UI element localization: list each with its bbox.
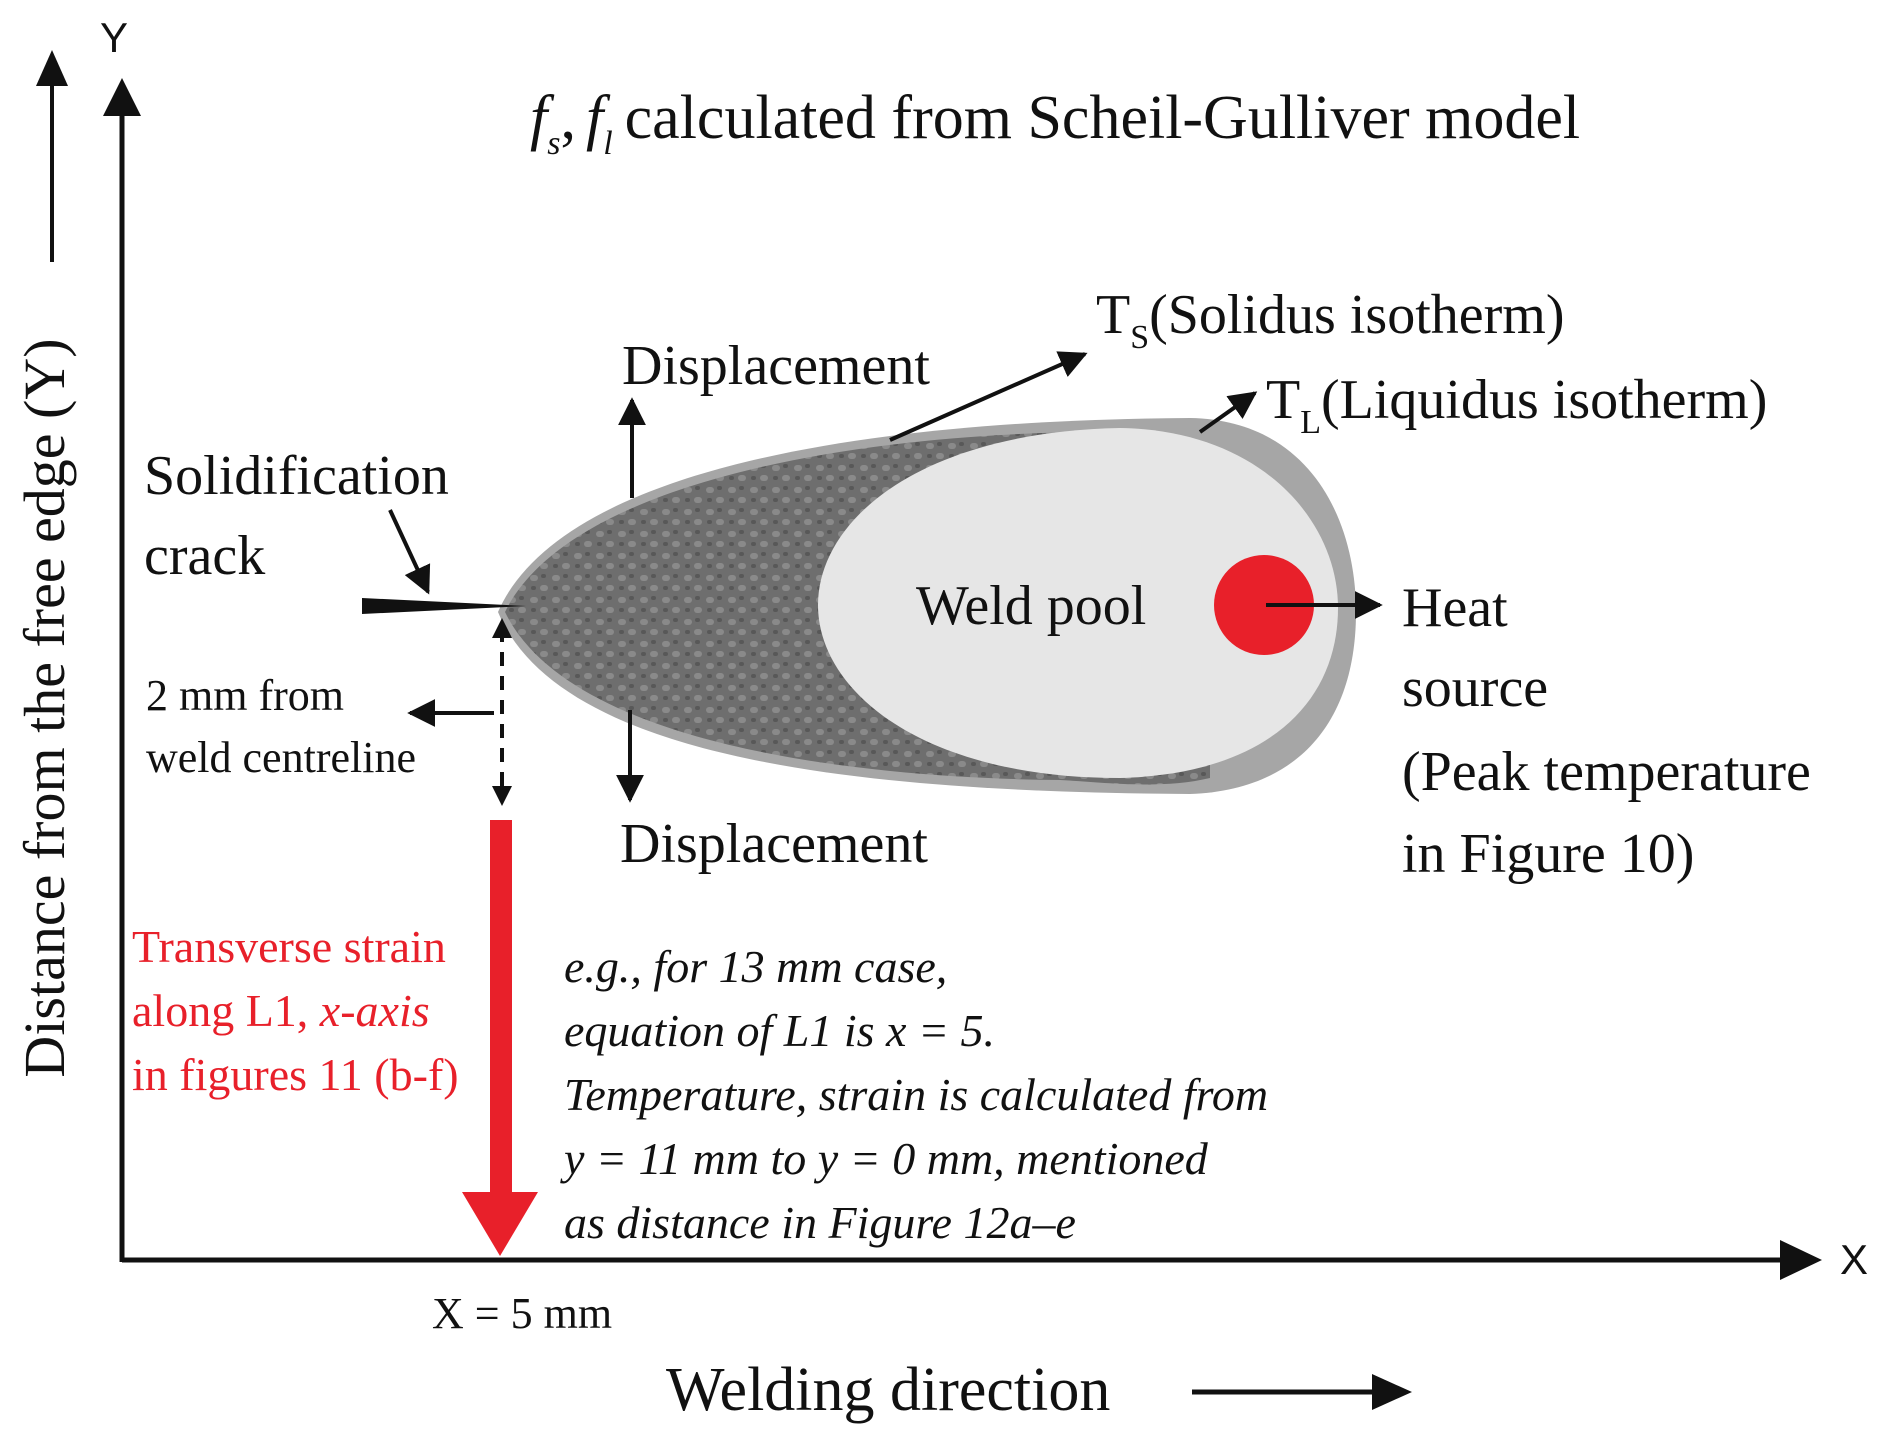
- example-line4: y = 11 mm to y = 0 mm, mentioned: [560, 1133, 1209, 1184]
- example-line1: e.g., for 13 mm case,: [564, 941, 947, 992]
- ts-pointer: [889, 351, 1088, 442]
- offset-arrowhead-top: [492, 618, 512, 638]
- y-axis-title: Distance from the free edge (Y): [12, 338, 77, 1077]
- ts-label: TS(Solidus isotherm): [1096, 284, 1564, 356]
- weld-pool-label: Weld pool: [916, 575, 1146, 637]
- y-axis-title-group: Distance from the free edge (Y): [12, 50, 77, 1078]
- y-axis-title-arrowhead: [36, 50, 68, 86]
- crack-label-line2: crack: [144, 525, 265, 587]
- tl-pointer: [1198, 391, 1258, 434]
- heat-source-line2: source: [1402, 657, 1548, 719]
- x-axis-title: Welding direction: [666, 1356, 1110, 1424]
- axes: Y X: [100, 14, 1868, 1283]
- strain-label-line3: in figures 11 (b-f): [132, 1049, 459, 1100]
- welding-direction-arrowhead: [1372, 1374, 1412, 1410]
- strain-label-line1: Transverse strain: [132, 921, 446, 972]
- crack-pointer: [388, 509, 431, 595]
- offset-arrowhead-bottom: [492, 786, 512, 806]
- x-axis-arrowhead: [1780, 1240, 1822, 1280]
- example-line5: as distance in Figure 12a–e: [564, 1197, 1076, 1248]
- y-axis-letter: Y: [100, 14, 128, 61]
- example-line2: equation of L1 is x = 5.: [564, 1005, 995, 1056]
- heat-source-line1: Heat: [1402, 577, 1508, 639]
- weld-pool-region: [818, 428, 1338, 778]
- tl-label: TL(Liquidus isotherm): [1266, 369, 1767, 441]
- offset-label-line1: 2 mm from: [146, 671, 344, 720]
- example-line3: Temperature, strain is calculated from: [564, 1069, 1268, 1120]
- heat-source-line4: in Figure 10): [1402, 823, 1694, 885]
- displacement-top-label: Displacement: [622, 335, 930, 397]
- x-axis-letter: X: [1840, 1236, 1868, 1283]
- strain-label-line2: along L1, x-axis: [132, 985, 430, 1036]
- displacement-bottom-label: Displacement: [620, 813, 928, 875]
- heat-source-line3: (Peak temperature: [1402, 741, 1811, 803]
- strain-arrow-shaft: [490, 820, 512, 1195]
- heat-source-dot: [1214, 555, 1314, 655]
- offset-label-line2: weld centreline: [146, 733, 416, 782]
- y-axis-arrowhead: [103, 78, 141, 116]
- solidification-crack: [362, 598, 526, 614]
- x-marker-label: X = 5 mm: [432, 1289, 612, 1338]
- weld-shape: [498, 418, 1356, 794]
- strain-arrowhead: [462, 1192, 538, 1256]
- crack-label-line1: Solidification: [144, 445, 449, 507]
